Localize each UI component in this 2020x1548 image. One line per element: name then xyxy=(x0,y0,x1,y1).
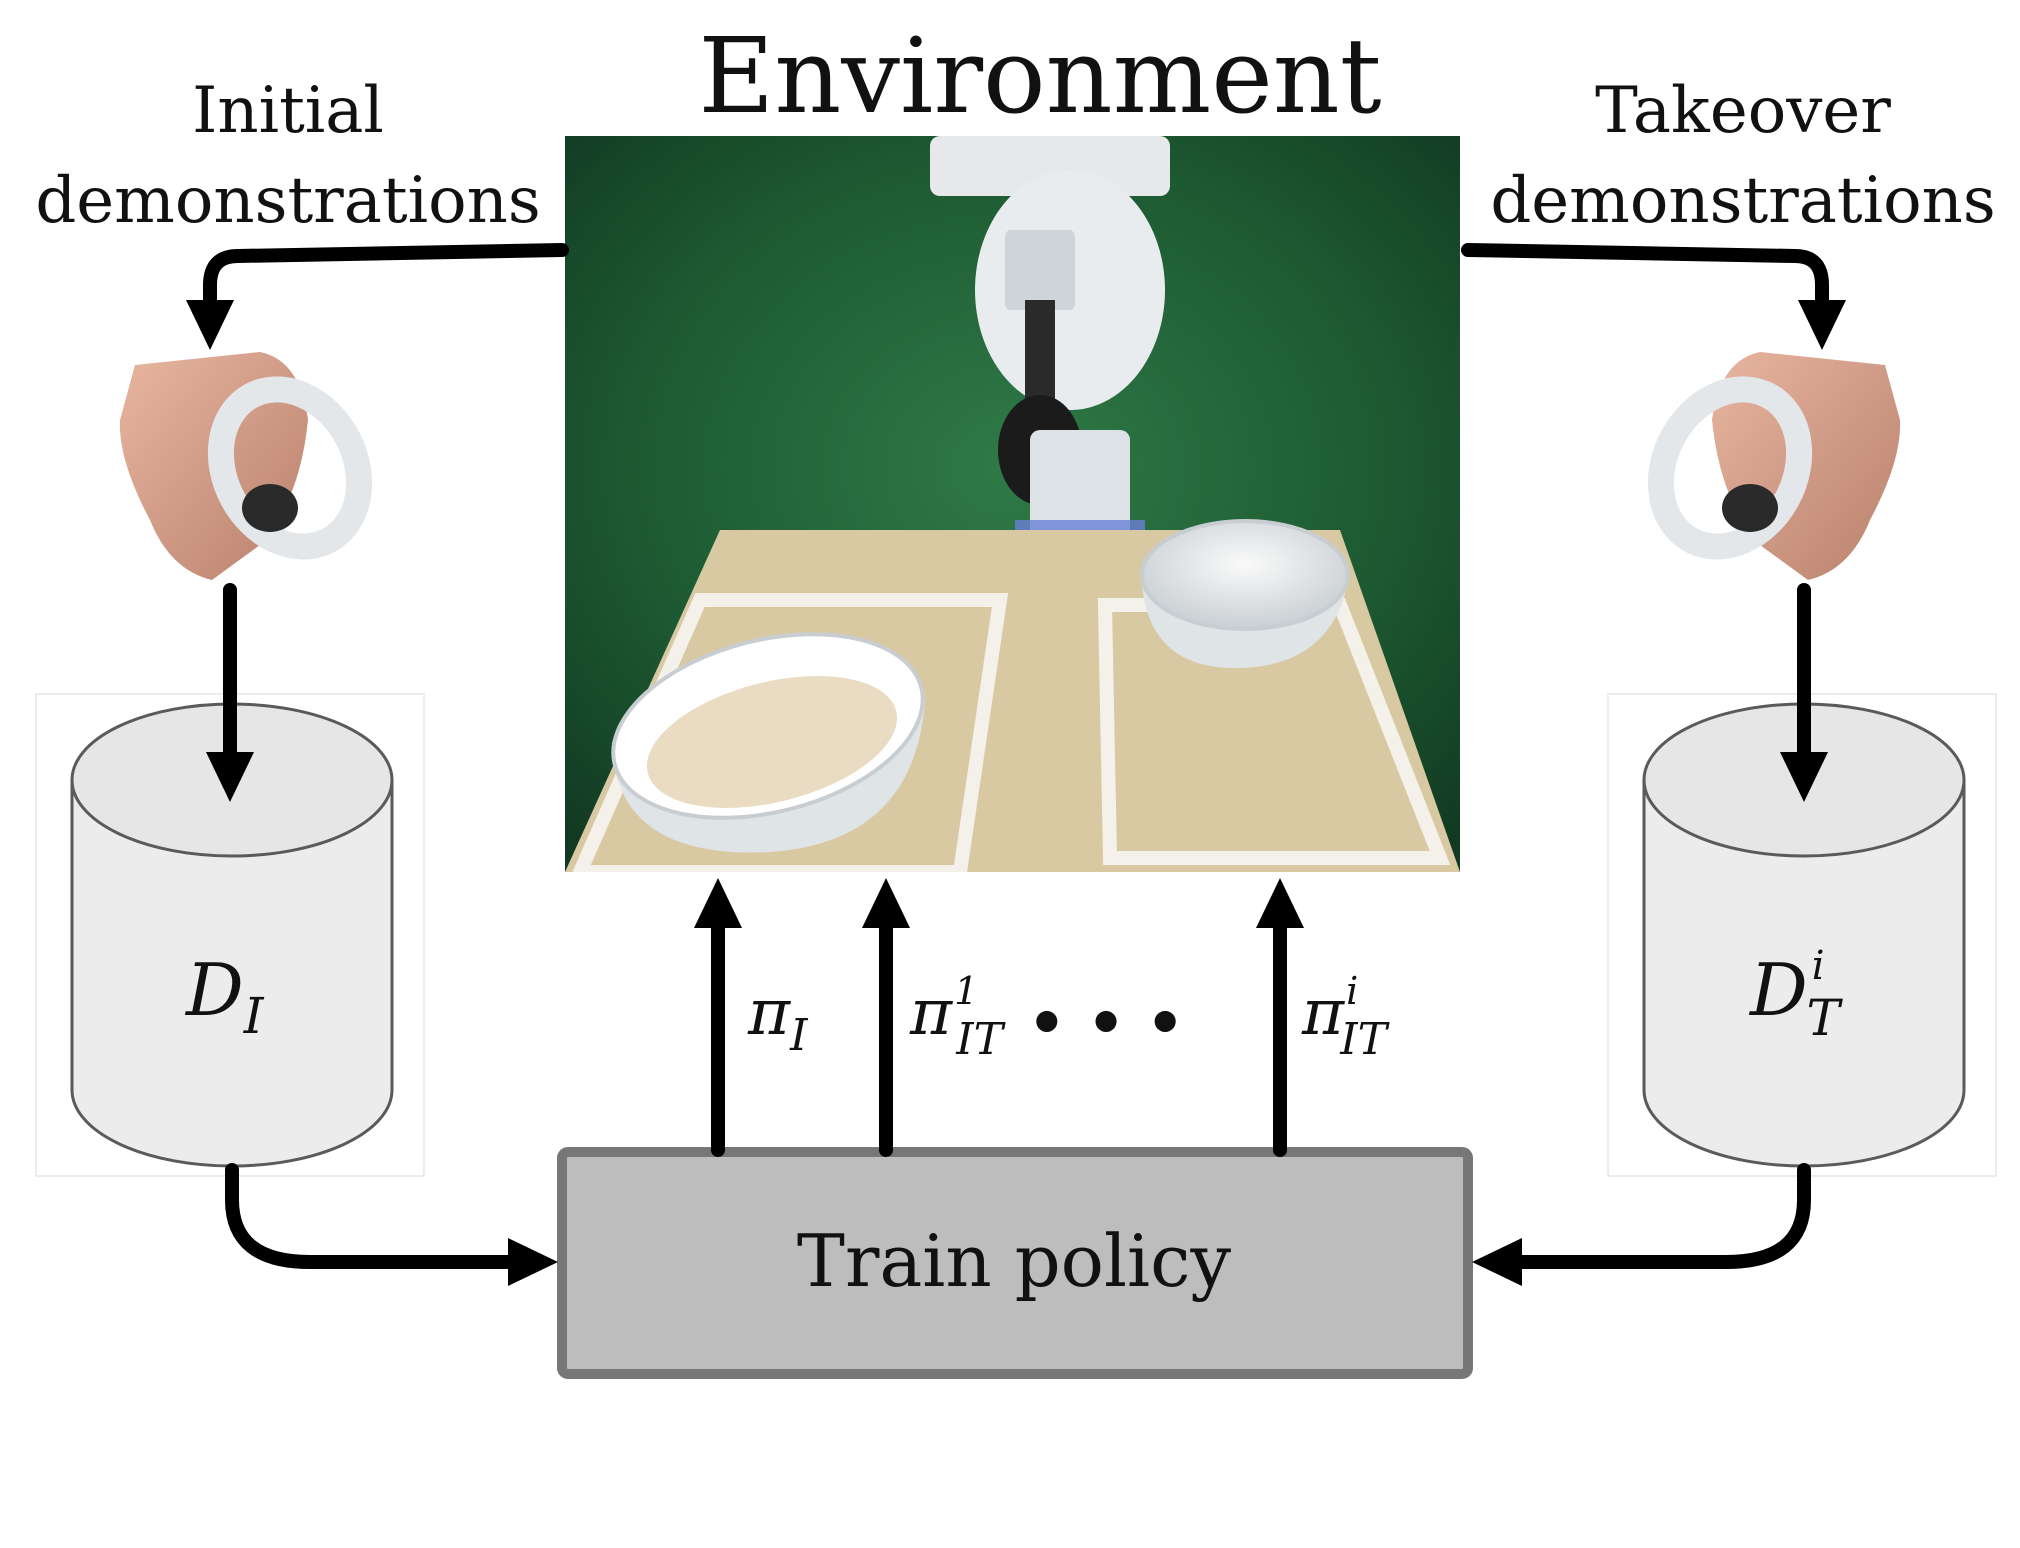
left-vr-controller-icon xyxy=(119,352,373,580)
diagram-title: Environment xyxy=(698,15,1381,137)
right-vr-controller-icon xyxy=(1647,352,1901,580)
initial-demonstrations-label-line2: demonstrations xyxy=(35,164,540,238)
takeover-demonstrations-label-line2: demonstrations xyxy=(1490,164,1995,238)
flow-arrows xyxy=(203,243,1829,1269)
arrow-right-dataset-to-train xyxy=(1503,1163,1811,1269)
initial-demonstrations-label-line1: Initial xyxy=(192,74,384,148)
train-policy-box xyxy=(557,1147,1473,1379)
arrow-heads xyxy=(186,300,1846,1286)
takeover-demonstrations-label-line1: Takeover xyxy=(1595,74,1891,148)
left-dataset-label: DI xyxy=(184,948,265,1045)
arrow-left-dataset-to-train xyxy=(225,1163,527,1269)
arrow-env-to-left-controller xyxy=(203,243,569,317)
train-policy-label: Train policy xyxy=(797,1219,1231,1303)
policy-label-initial: πI xyxy=(747,976,809,1061)
policy-ellipsis: • • • xyxy=(1028,989,1185,1059)
environment-photo xyxy=(565,136,1460,872)
arrow-env-to-right-controller xyxy=(1461,243,1829,317)
